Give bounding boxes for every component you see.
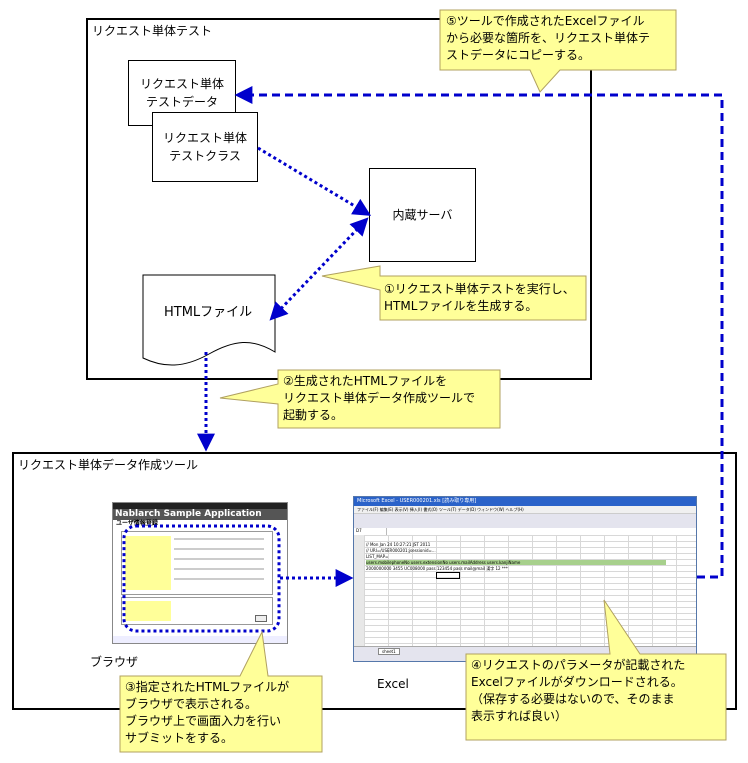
test-class-box: リクエスト単体 テストクラス	[152, 112, 258, 182]
browser-section-title: ユーザ情報登録	[116, 520, 158, 527]
callout-1-shape	[321, 265, 587, 321]
callout-4-shape	[465, 599, 727, 741]
excel-titlebar: Microsoft Excel - USER000201.xls [読み取り専用…	[354, 497, 696, 506]
callout-1-text: ①リクエスト単体テストを実行し、 HTMLファイルを生成する。	[384, 281, 575, 315]
browser-caption: ブラウザ	[90, 655, 139, 669]
callout-1-line-1: ①リクエスト単体テストを実行し、	[384, 282, 575, 296]
arrow-excel-to-testdata	[234, 86, 724, 579]
callout-3-line-1: ③指定されたHTMLファイルが	[125, 680, 290, 694]
callout-2-line-3: 起動する。	[283, 408, 344, 422]
callout-2-line-1: ②生成されたHTMLファイルを	[283, 374, 448, 388]
excel-screenshot: Microsoft Excel - USER000201.xls [読み取り専用…	[353, 496, 697, 662]
browser-input-highlight	[122, 524, 281, 633]
excel-row-2: // URI=/USER000201;jsessionid=...	[366, 548, 436, 553]
callout-4-line-3: （保存する必要はないので、そのまま	[471, 692, 675, 706]
test-data-line-1: リクエスト単体	[139, 77, 224, 91]
internal-server-box: 内蔵サーバ	[369, 168, 476, 262]
callout-2-line-2: リクエスト単体データ作成ツールで	[283, 391, 476, 405]
callout-5-line-1: ⑤ツールで作成されたExcelファイル	[446, 14, 645, 28]
excel-menubar: ファイル(F) 編集(E) 表示(V) 挿入(I) 書式(O) ツール(T) デ…	[357, 507, 524, 512]
callout-3-line-2: ブラウザで表示される。	[125, 697, 258, 711]
callout-5-shape	[439, 9, 677, 93]
callout-5-line-2: から必要な箇所を、リクエスト単体テ	[446, 31, 651, 45]
excel-row-3: LIST_MAP=	[366, 554, 389, 559]
test-data-line-2: テストデータ	[145, 95, 218, 109]
callout-5-text: ⑤ツールで作成されたExcelファイル から必要な箇所を、リクエスト単体テ スト…	[446, 13, 650, 64]
callout-2-text: ②生成されたHTMLファイルを リクエスト単体データ作成ツールで 起動する。	[283, 373, 475, 424]
callout-3-line-3: ブラウザ上で画面入力を行い	[125, 714, 282, 728]
callout-3-text: ③指定されたHTMLファイルが ブラウザで表示される。 ブラウザ上で画面入力を行…	[125, 679, 289, 747]
html-file-label: HTMLファイル	[164, 305, 253, 320]
test-class-line-1: リクエスト単体	[162, 131, 247, 145]
callout-4-line-2: Excelファイルがダウンロードされる。	[471, 675, 683, 689]
excel-row-1: // Mon Jan 24 10:27:21 JST 2011	[366, 542, 431, 547]
callout-5-line-3: ストデータにコピーする。	[446, 48, 591, 62]
excel-row-5: 2000000000 3455 UC008000 pass 123454 pas…	[366, 566, 508, 571]
arrow-testclass-to-server	[257, 146, 372, 216]
internal-server-label: 内蔵サーバ	[392, 208, 453, 222]
arrow-server-to-htmlfile	[269, 217, 369, 321]
callout-3-shape	[119, 630, 323, 753]
excel-row-4: users.mobilephoneNo users.extensionNo us…	[366, 560, 666, 565]
nablarch-app-title: Nablarch Sample Application	[113, 509, 287, 520]
callout-3-line-4: サブミットをする。	[125, 731, 234, 745]
test-class-line-2: テストクラス	[169, 149, 241, 163]
html-file-document-shape	[142, 274, 276, 366]
callout-2-shape	[219, 369, 501, 429]
excel-sheet-tab: sheet1	[378, 648, 400, 655]
callout-4-line-1: ④リクエストのパラメータが記載された	[471, 658, 686, 672]
excel-cell-ref: D7	[354, 528, 387, 535]
data-tool-frame-title: リクエスト単体データ作成ツール	[18, 458, 199, 472]
excel-caption: Excel	[377, 677, 409, 691]
callout-4-text: ④リクエストのパラメータが記載された Excelファイルがダウンロードされる。 …	[471, 657, 685, 725]
callout-1-line-2: HTMLファイルを生成する。	[384, 299, 538, 313]
callout-4-line-4: 表示すれば良い）	[471, 709, 568, 723]
unit-test-frame-title: リクエスト単体テスト	[92, 24, 213, 38]
